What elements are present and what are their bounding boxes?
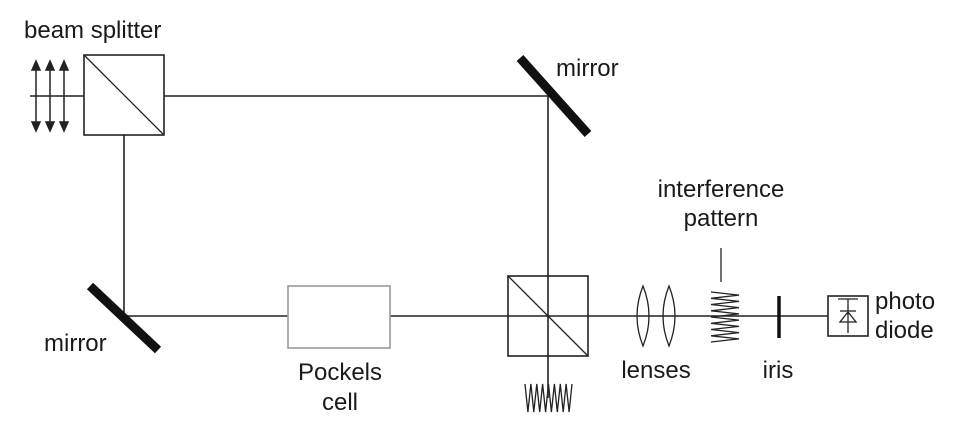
photodiode-label-line1: photo bbox=[875, 288, 935, 315]
interference-label-line2: pattern bbox=[684, 205, 759, 232]
mirror-top-right bbox=[516, 54, 592, 138]
pockels-cell-label-line2: cell bbox=[322, 389, 358, 416]
lenses-group bbox=[636, 284, 676, 348]
pockels-cell-label-line1: Pockels bbox=[298, 359, 382, 386]
mirror-top-label: mirror bbox=[556, 55, 619, 82]
interference-label-line1: interference bbox=[658, 176, 785, 203]
interference-pattern-wave bbox=[710, 291, 740, 343]
photodiode-icon bbox=[827, 295, 869, 337]
photodiode-label-line2: diode bbox=[875, 317, 934, 344]
lenses-label: lenses bbox=[621, 357, 690, 384]
iris-label: iris bbox=[763, 357, 794, 384]
mirror-left-label: mirror bbox=[44, 330, 107, 357]
pockels-cell-box bbox=[287, 285, 391, 349]
beam-splitter-cube bbox=[83, 54, 165, 136]
beam-splitter-label: beam splitter bbox=[24, 17, 161, 44]
polarization-arrows-icon bbox=[30, 59, 70, 133]
wave-pattern-bottom bbox=[524, 383, 573, 413]
mirror-bottom-left bbox=[86, 282, 162, 354]
lens-2 bbox=[662, 284, 676, 348]
beam-paths bbox=[30, 95, 828, 398]
lens-1 bbox=[636, 284, 650, 348]
